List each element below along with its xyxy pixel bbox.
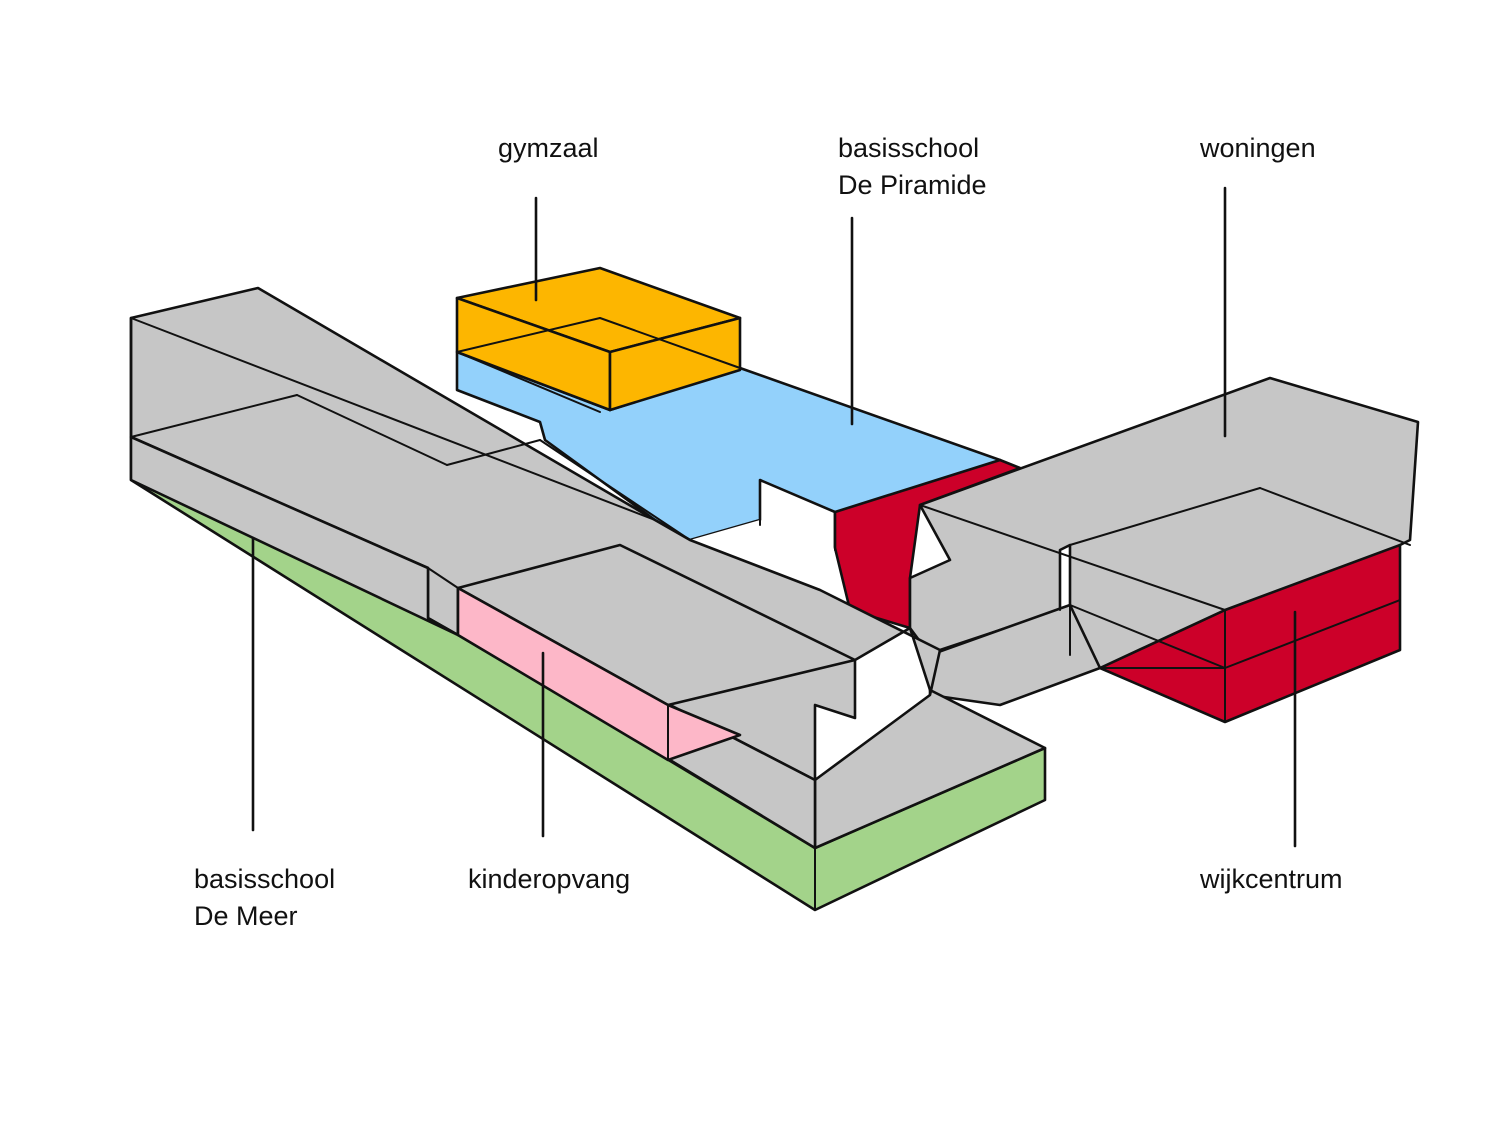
label-kinderopvang: kinderopvang [468,864,631,894]
label-wijkcentrum: wijkcentrum [1200,864,1343,894]
leader-lines [251,186,1297,848]
building-gymzaal [455,266,742,413]
building-woningen [908,376,1420,707]
kinderopvang-front [456,586,742,762]
label-woningen: woningen [1200,133,1316,163]
label-basisschool-de-piramide: basisschool De Piramide [838,133,987,200]
label-gymzaal: gymzaal [498,133,599,163]
label-basisschool-de-meer: basisschool De Meer [194,864,336,931]
gymzaal-side [608,316,742,412]
building-kinderopvang [427,543,857,762]
